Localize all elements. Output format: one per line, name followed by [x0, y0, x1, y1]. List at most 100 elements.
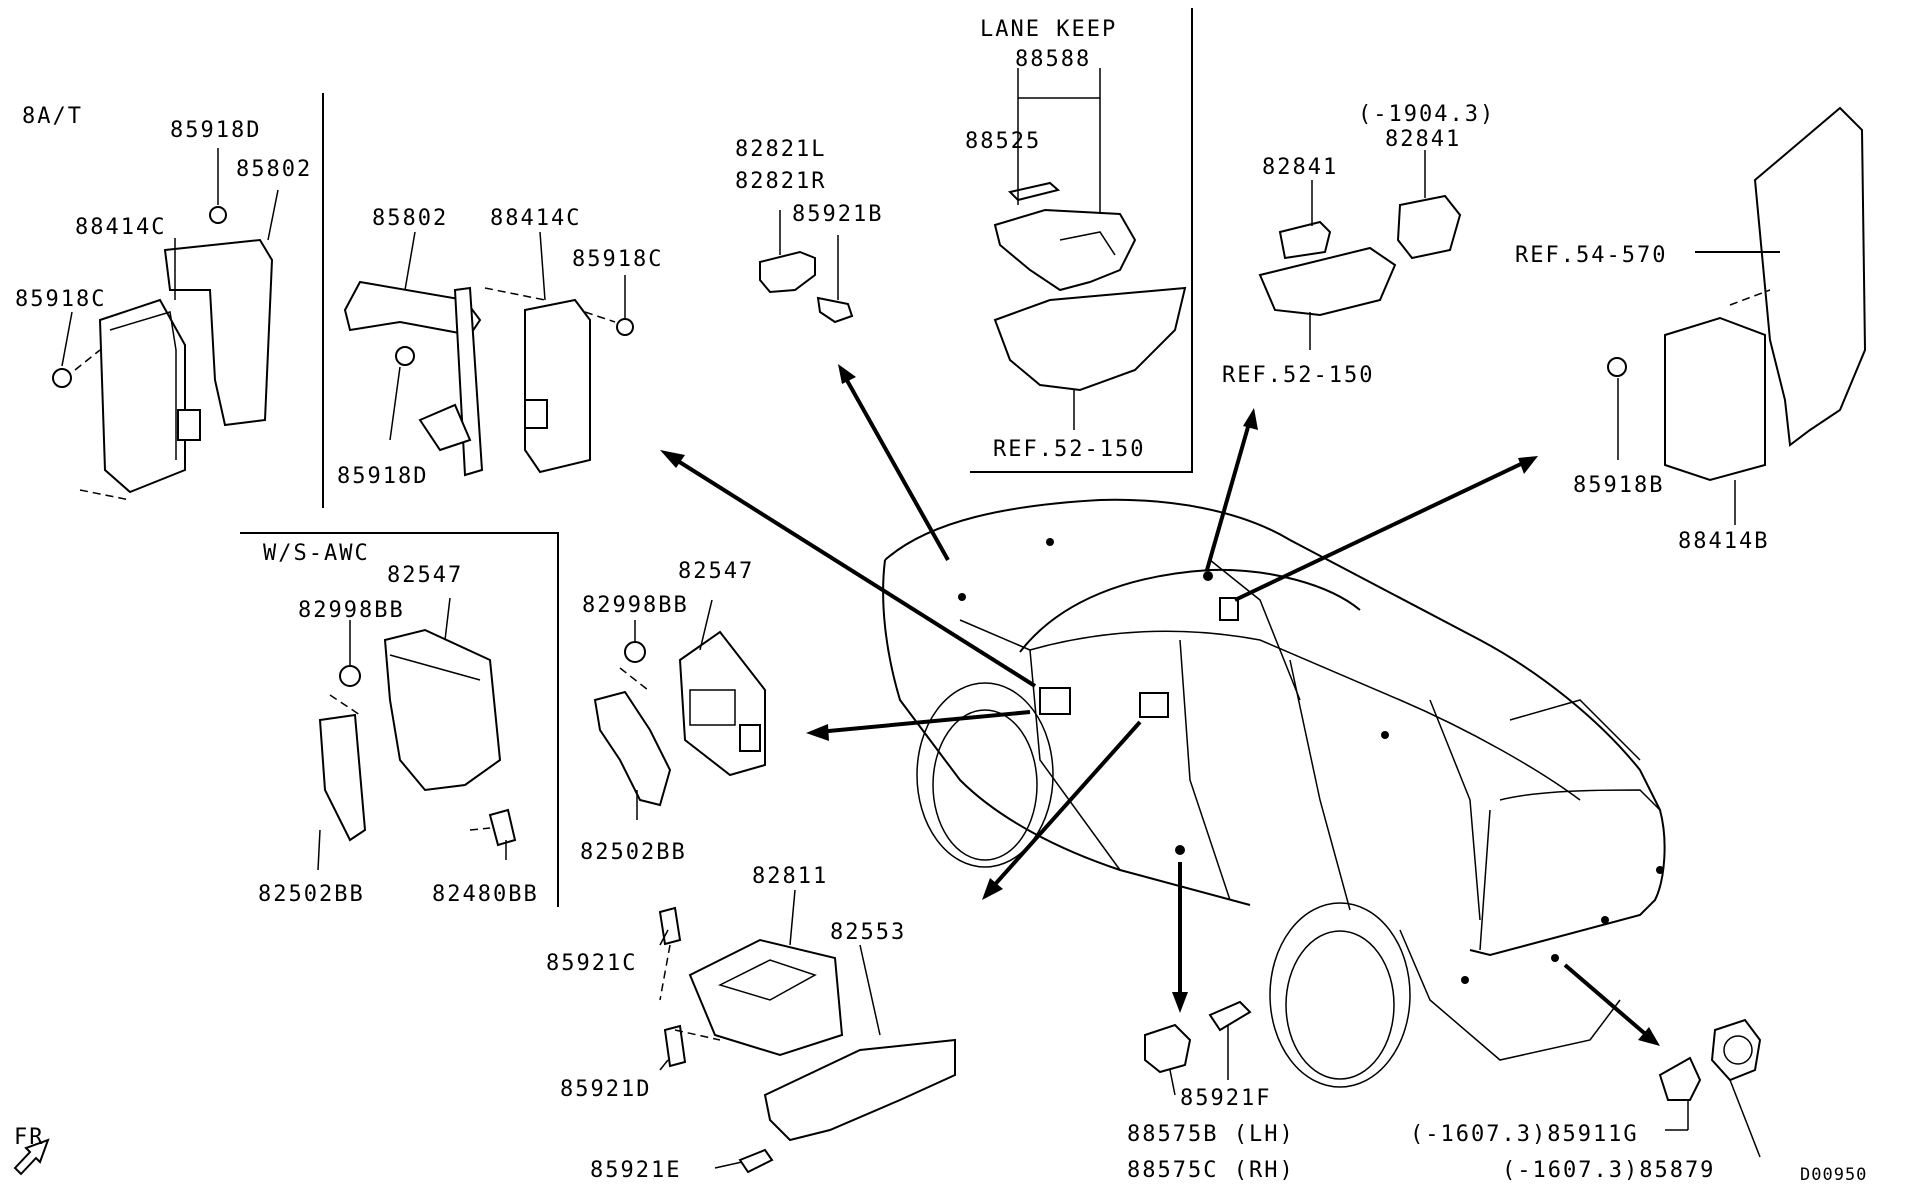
group-82841 — [1258, 150, 1462, 350]
label-88525: 88525 — [965, 129, 1041, 154]
group-82821 — [759, 250, 854, 324]
nut-82998BB-center — [624, 641, 646, 663]
ecu-82547-center — [678, 630, 766, 777]
label-8at: 8A/T — [22, 104, 83, 129]
lane-keep-frame — [970, 8, 1193, 473]
label-82841-left: 82841 — [1262, 155, 1338, 180]
label-ws-awc: W/S-AWC — [263, 541, 370, 566]
nut-85918D-left — [209, 206, 227, 224]
label-82841-right: 82841 — [1385, 127, 1461, 152]
group-8at — [52, 206, 274, 501]
bolt-85921D — [663, 1024, 687, 1068]
label-82553: 82553 — [830, 920, 906, 945]
leader-lines — [61, 148, 1761, 1169]
label-85921D: 85921D — [560, 1077, 651, 1102]
label-85921F: 85921F — [1180, 1086, 1271, 1111]
arrows — [660, 364, 1660, 1046]
bracket-82502BB-left — [318, 713, 367, 842]
label-85921C: 85921C — [546, 951, 637, 976]
bracket-82553 — [763, 1038, 956, 1142]
group-82547-center — [593, 630, 766, 807]
label-ref52150-mirror: REF.52-150 — [1222, 363, 1374, 388]
label-1904: (-1904.3) — [1358, 102, 1495, 127]
label-85918D-right: 85918D — [337, 464, 428, 489]
group-ws-awc — [318, 628, 517, 847]
nut-85918B — [1607, 357, 1627, 377]
label-88575C: 88575C (RH) — [1127, 1158, 1295, 1183]
tcm-module-left — [98, 298, 186, 494]
ecu-82547-left — [383, 628, 502, 792]
label-85918C-right: 85918C — [572, 247, 663, 272]
label-82998BB-left: 82998BB — [298, 598, 405, 623]
group-82811 — [658, 906, 956, 1174]
group-88414b — [1607, 106, 1867, 482]
sensor-82841-right — [1396, 194, 1462, 260]
camera-88588 — [993, 208, 1137, 292]
label-ref52150-lane: REF.52-150 — [993, 437, 1145, 462]
label-85911G: (-1607.3)85911G — [1410, 1122, 1639, 1147]
bracket-ref54570 — [1753, 106, 1867, 447]
label-85802-right: 85802 — [372, 206, 448, 231]
group-rear-sensors — [1658, 1018, 1762, 1101]
bracket-85802-right — [343, 280, 482, 337]
bolt-85921F — [1208, 1000, 1252, 1032]
sensor-85879 — [1710, 1018, 1762, 1082]
label-lane-keep: LANE KEEP — [980, 17, 1117, 42]
ws-awc-frame — [240, 532, 559, 907]
tcm-connector-right — [524, 399, 548, 429]
label-85918C-left: 85918C — [15, 287, 106, 312]
bracket-85911G — [1658, 1056, 1702, 1101]
label-85918D-left: 85918D — [170, 118, 261, 143]
label-85921B: 85921B — [792, 202, 883, 227]
bolt-85921E — [738, 1148, 774, 1174]
label-82547-center: 82547 — [678, 559, 754, 584]
nut-85918C-left — [52, 368, 72, 388]
tcm-module-right — [524, 298, 591, 474]
label-82547-left: 82547 — [387, 563, 463, 588]
vehicle-outline — [882, 498, 1666, 1088]
bracket-plate — [453, 286, 484, 477]
ecu-on-vehicle — [1039, 687, 1071, 715]
bolt-82480BB — [488, 808, 517, 847]
bolt-85921B — [816, 296, 854, 324]
sensor-on-vehicle — [1219, 597, 1239, 621]
ecu-connector-center — [739, 724, 761, 752]
pad-88525 — [1008, 181, 1061, 202]
label-88414B: 88414B — [1678, 529, 1769, 554]
label-diagram-code: D00950 — [1800, 1165, 1867, 1185]
label-85802-left: 85802 — [236, 157, 312, 182]
label-88575B: 88575B (LH) — [1127, 1122, 1295, 1147]
labels: 8A/T 85918D 85802 88414C 85918C 85802 88… — [14, 17, 1867, 1185]
bracket-82502BB-center — [593, 690, 672, 807]
label-85879: (-1607.3)85879 — [1502, 1158, 1715, 1183]
label-88414C-right: 88414C — [490, 206, 581, 231]
label-82502BB-left: 82502BB — [258, 882, 365, 907]
tcm-connector-left — [177, 409, 201, 441]
label-85921E: 85921E — [590, 1158, 681, 1183]
nut-85918C-right — [616, 318, 634, 336]
label-82821L: 82821L — [735, 137, 826, 162]
label-82811: 82811 — [752, 864, 828, 889]
bracket-85802-left — [163, 238, 274, 427]
group-85802-88414c — [343, 280, 634, 477]
windshield-mount — [993, 286, 1187, 392]
airbag-module-on-vehicle — [1139, 692, 1169, 718]
group-88575 — [1144, 1000, 1252, 1074]
label-85918B: 85918B — [1573, 473, 1664, 498]
mirror-housing — [1258, 246, 1397, 317]
label-82502BB-center: 82502BB — [580, 840, 687, 865]
label-88588: 88588 — [1015, 47, 1091, 72]
label-fr: FR — [14, 1125, 45, 1150]
fr-arrow-icon — [13, 1138, 50, 1176]
label-82821R: 82821R — [735, 169, 826, 194]
nut-82998BB-left — [339, 665, 361, 687]
sensor-88575 — [1144, 1023, 1192, 1074]
sensor-82821 — [759, 250, 816, 294]
label-ref54570: REF.54-570 — [1515, 243, 1667, 268]
label-88414C-left: 88414C — [75, 215, 166, 240]
label-82998BB-center: 82998BB — [582, 593, 689, 618]
sensor-82841-left — [1278, 220, 1332, 260]
module-88414B — [1664, 316, 1766, 482]
